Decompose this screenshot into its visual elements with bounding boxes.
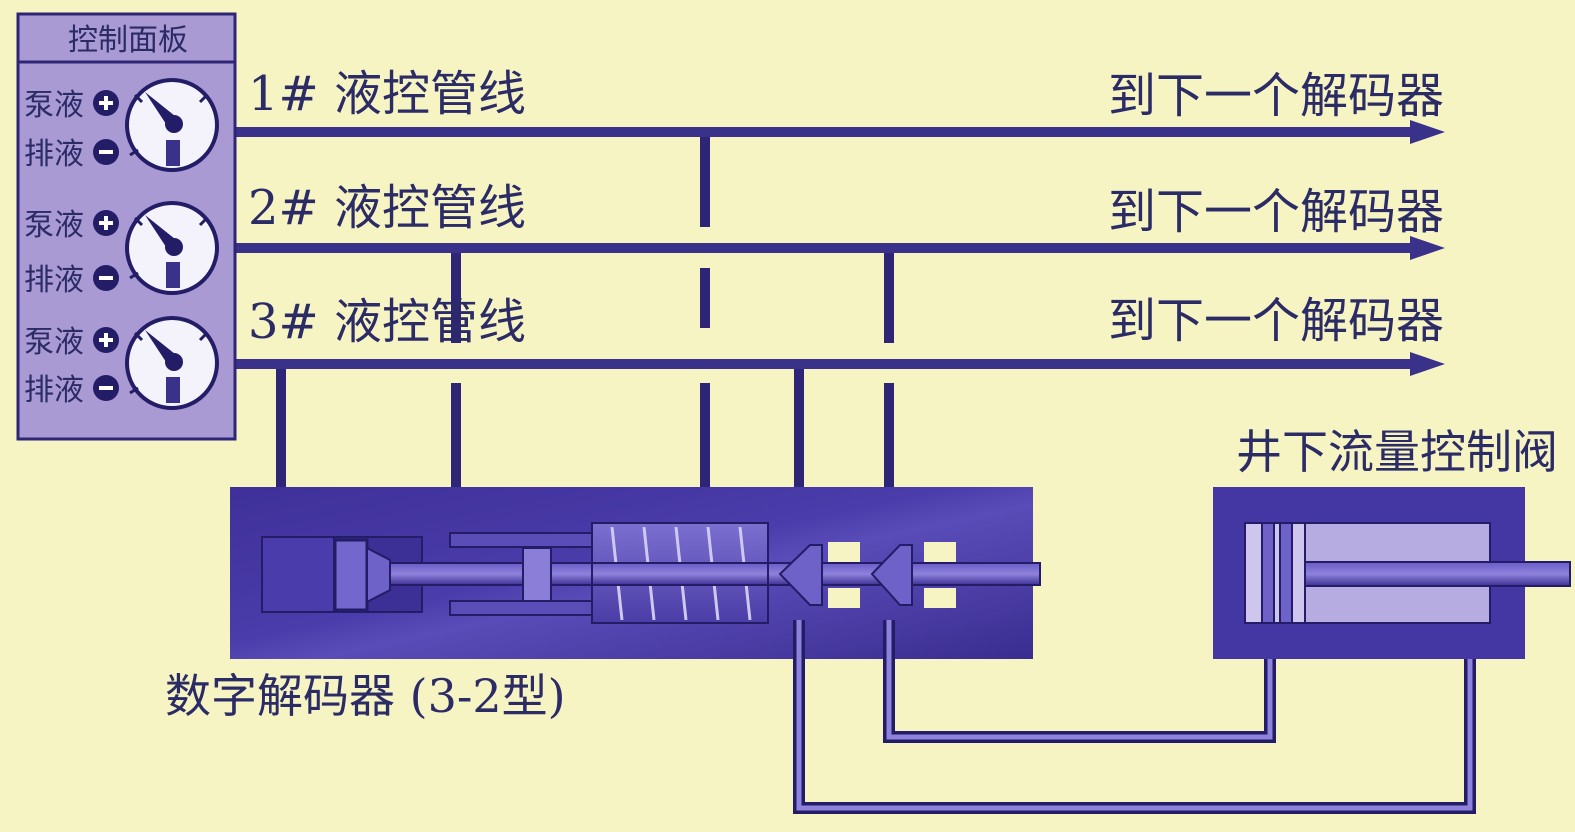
minus-circle-icon[interactable] [93, 265, 119, 291]
minus-circle-icon[interactable] [93, 139, 119, 165]
line-1-label: 1# 液控管线 [248, 66, 526, 122]
gauge-1: 泵液 排液 [24, 78, 219, 172]
pump-label: 泵液 [24, 325, 84, 360]
valve-label: 井下流量控制阀 [1236, 425, 1558, 479]
hydraulic-line-2 [236, 236, 1445, 260]
line-3-destination: 到下一个解码器 [1108, 293, 1444, 349]
line-2-label: 2# 液控管线 [248, 180, 526, 236]
drain-label: 排液 [24, 137, 84, 172]
hydraulic-line-1 [236, 120, 1445, 144]
pressure-gauge-icon [125, 201, 219, 295]
branch-line3b [794, 369, 804, 544]
control-panel-title: 控制面板 [68, 23, 188, 58]
branch-line3a [276, 369, 286, 537]
line-1-destination: 到下一个解码器 [1108, 68, 1444, 124]
line-3-label: 3# 液控管线 [248, 294, 526, 350]
valve-connection-tubes [793, 620, 1476, 814]
decoder-label: 数字解码器 (3-2型) [165, 669, 566, 723]
digital-decoder [230, 487, 1041, 659]
branch-line2b [884, 253, 894, 543]
line-2-destination: 到下一个解码器 [1108, 184, 1444, 240]
pump-label: 泵液 [24, 88, 84, 123]
gauge-2: 泵液 排液 [24, 201, 219, 298]
plus-circle-icon[interactable] [93, 327, 119, 353]
branch-line1 [700, 137, 710, 523]
minus-circle-icon[interactable] [93, 375, 119, 401]
drain-label: 排液 [24, 373, 84, 408]
gauge-3: 泵液 排液 [24, 316, 219, 410]
drain-label: 排液 [24, 263, 84, 298]
plus-circle-icon[interactable] [93, 210, 119, 236]
arrow-right-icon [1410, 352, 1445, 376]
plus-circle-icon[interactable] [93, 90, 119, 116]
pump-label: 泵液 [24, 208, 84, 243]
arrow-right-icon [1410, 236, 1445, 260]
arrow-right-icon [1410, 120, 1445, 144]
branch-line2a [451, 253, 461, 533]
pressure-gauge-icon [125, 316, 219, 410]
flow-control-valve [1213, 487, 1571, 659]
hydraulic-line-3 [236, 352, 1445, 376]
pressure-gauge-icon [125, 78, 219, 172]
